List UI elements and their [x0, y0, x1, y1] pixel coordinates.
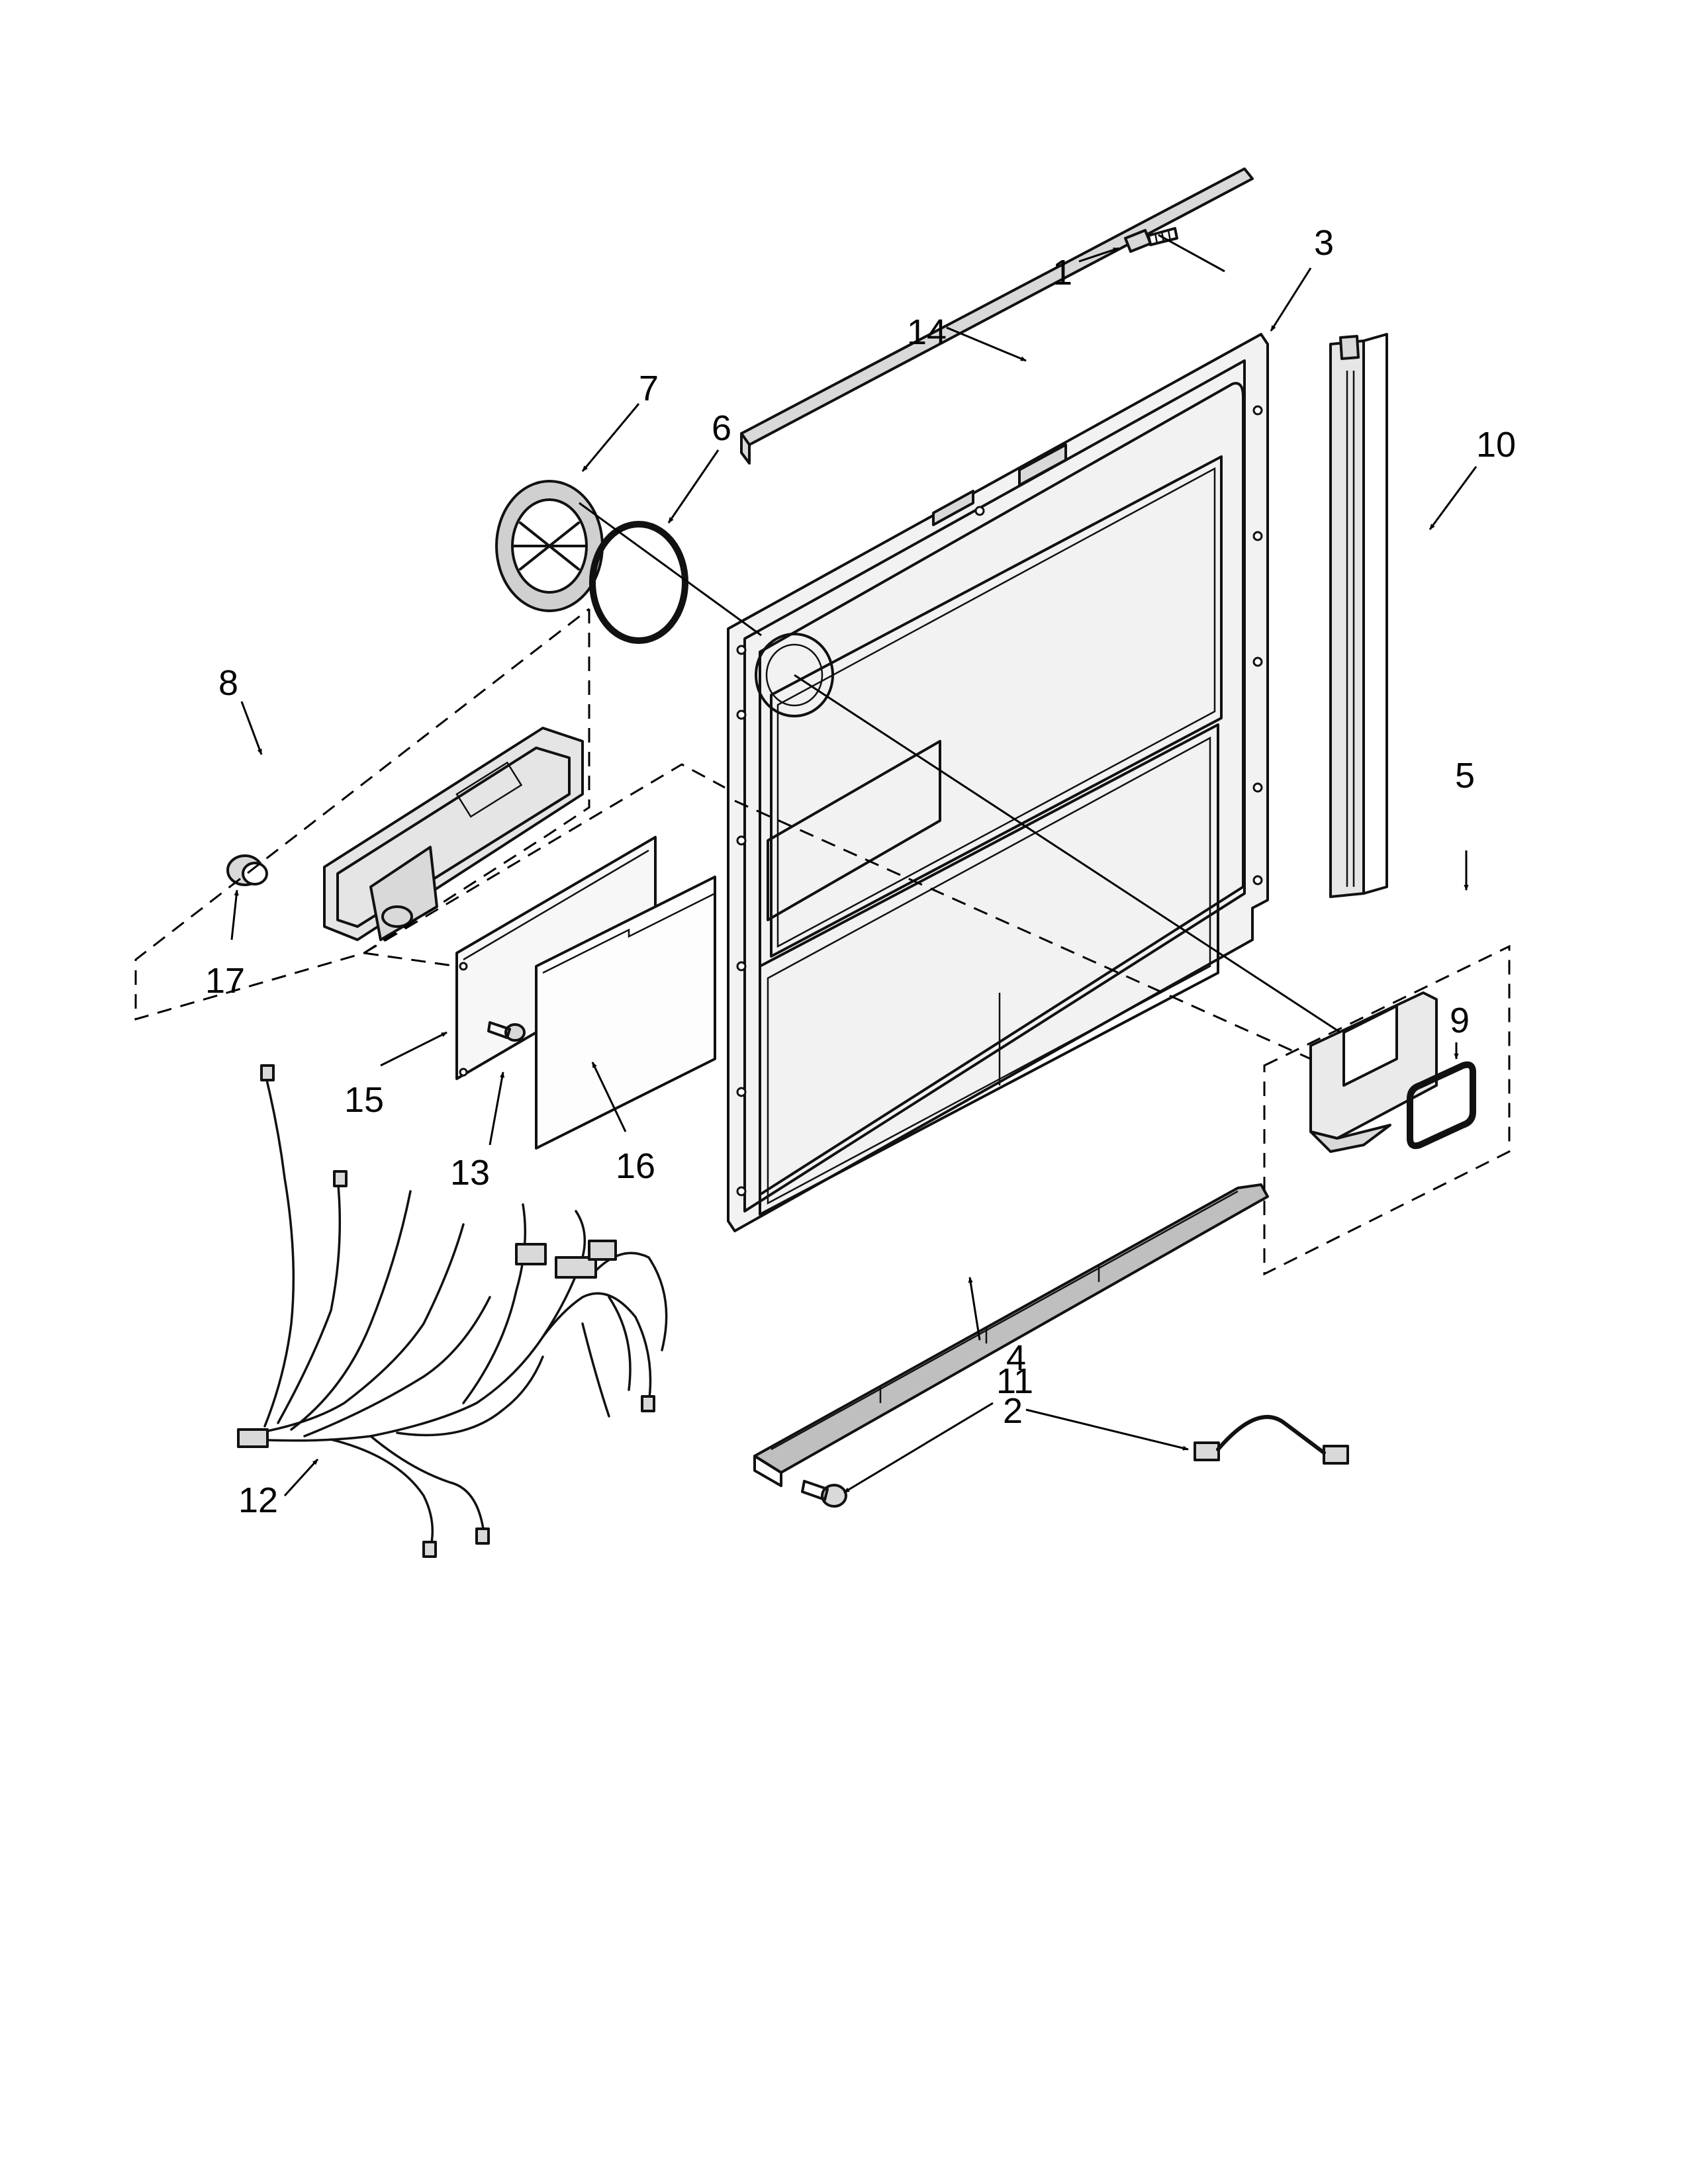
- callout-13: 13: [450, 1153, 490, 1193]
- dispenser-knob: [226, 854, 268, 886]
- wire-harness: [237, 1064, 668, 1558]
- callout-2: 2: [1003, 1391, 1023, 1431]
- callout-16: 16: [616, 1146, 655, 1186]
- vent-cover: [495, 480, 604, 612]
- mounting-holes: [736, 405, 1263, 1197]
- callout-6: 6: [712, 408, 731, 448]
- air-vent-duct: [1309, 991, 1438, 1153]
- callout-1: 1: [1053, 253, 1072, 293]
- callout-9: 9: [1450, 1001, 1470, 1040]
- callout-10: 10: [1476, 425, 1516, 465]
- callout-11: 11: [996, 1361, 1033, 1401]
- inner-door-panel: [727, 333, 1269, 1232]
- door-bottom-strip: [753, 1183, 1269, 1487]
- callout-arrows: [230, 247, 1477, 1497]
- callout-17: 17: [205, 961, 245, 1001]
- callout-12: 12: [238, 1480, 278, 1520]
- control-shield: [535, 876, 716, 1150]
- screw-part-13: [487, 1021, 526, 1042]
- vent-gasket: [589, 521, 688, 644]
- callout-3: 3: [1314, 223, 1334, 263]
- screw-part-1: [1124, 227, 1178, 253]
- screw-part-11: [801, 1480, 847, 1508]
- callout-5: 5: [1455, 756, 1475, 796]
- assembly-outline-5: [1263, 944, 1511, 1276]
- alignment-lines: [579, 234, 1341, 1060]
- assembly-outline-15: [363, 763, 726, 968]
- callout-8: 8: [218, 663, 238, 703]
- callout-14: 14: [907, 312, 947, 352]
- dispenser-assembly: [323, 727, 584, 941]
- vent-seal: [1407, 1061, 1476, 1150]
- door-side-trim: [1329, 333, 1388, 898]
- wire-connector: [1194, 1415, 1349, 1465]
- callout-7: 7: [639, 369, 659, 408]
- callout-15: 15: [344, 1080, 384, 1120]
- callout-4: 4: [1006, 1338, 1026, 1378]
- callout-labels: 1 2 3 4 5 6 7 8 9 10 11 12 13 14 15 16 1…: [205, 223, 1516, 1520]
